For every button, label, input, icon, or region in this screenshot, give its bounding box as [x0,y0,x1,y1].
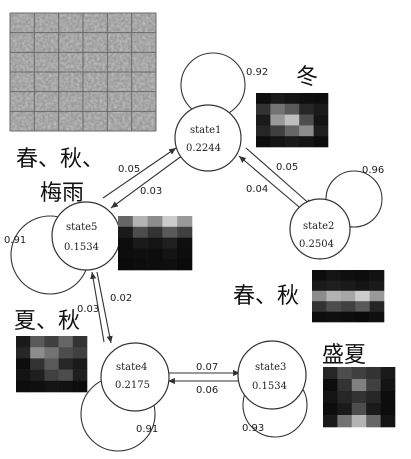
edge-label-state1-to-state2: 0.05 [276,162,298,173]
state5-name: state5 [66,222,97,233]
edge-label-state5-to-state1: 0.05 [118,164,140,175]
state1-pattern-image [256,93,329,148]
self-loop-label-state4: 0.91 [136,424,158,435]
edge-label-state2-to-state1: 0.04 [246,184,268,195]
state3-name: state3 [255,362,286,373]
state2-node: state2 0.2504 [289,198,351,260]
edge-state1-to-state5 [110,154,184,209]
edge-label-state1-to-state5: 0.03 [140,186,162,197]
edge-state2-to-state1 [238,155,306,213]
self-loop-label-state2: 0.96 [362,165,384,176]
state4-pattern-image [16,336,88,393]
state4-node: state4 0.2175 [100,342,170,412]
state3-prob: 0.1534 [252,381,287,392]
self-loop-label-state5: 0.91 [4,235,26,246]
state3-pattern-image [323,367,396,428]
edge-state1-to-state2 [245,147,313,207]
edge-state4-to-state5 [90,271,105,343]
season-label-state5-line1: 春、秋、 [16,147,104,172]
edge-label-state3-to-state4: 0.06 [196,385,218,396]
season-label-state4: 夏、秋 [14,309,80,334]
season-label-state1: 冬 [296,65,318,90]
edge-label-state4-to-state5: 0.02 [110,293,132,304]
self-loop-label-state3: 0.93 [242,423,264,434]
edge-state5-to-state4 [96,271,113,344]
state2-prob: 0.2504 [299,239,334,250]
season-label-state3: 盛夏 [322,343,366,368]
state1-node: state1 0.2244 [174,104,242,172]
season-label-state2: 春、秋 [233,284,299,309]
state5-pattern-image [118,216,193,271]
edge-label-state5-to-state4: 0.03 [77,304,99,315]
state5-node: state5 0.1534 [51,201,121,271]
state2-name: state2 [303,221,334,232]
state1-prob: 0.2244 [186,143,221,154]
state5-prob: 0.1534 [64,242,99,253]
state4-name: state4 [116,362,147,373]
state4-prob: 0.2175 [115,380,150,391]
edge-label-state4-to-state3: 0.07 [196,362,218,373]
state1-name: state1 [190,125,221,136]
state2-pattern-image [312,270,385,323]
state3-node: state3 0.1534 [237,340,307,410]
texture-mosaic-image [9,12,157,132]
self-loop-label-state1: 0.92 [246,67,268,78]
edge-state5-to-state1 [102,147,177,199]
season-label-state5-line2: 梅雨 [40,181,84,206]
